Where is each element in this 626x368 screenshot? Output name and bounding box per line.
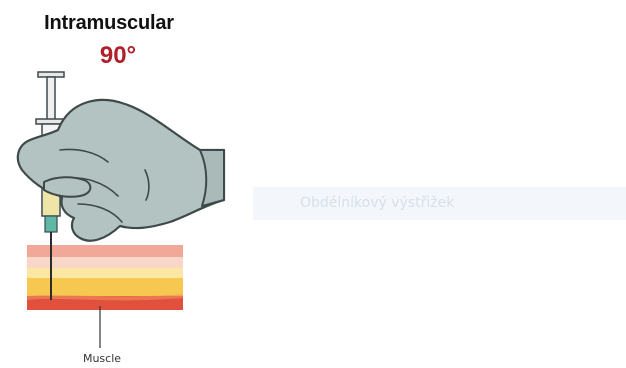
snip-label: Obdélníkový výstřižek — [300, 195, 454, 211]
syringe-plunger-rod — [47, 77, 55, 121]
angle-label: 90° — [0, 42, 236, 70]
diagram-title: Intramuscular — [0, 12, 218, 35]
muscle-layer-label: Muscle — [62, 352, 142, 365]
syringe-hub — [45, 216, 57, 232]
glove-thumb — [44, 177, 90, 197]
